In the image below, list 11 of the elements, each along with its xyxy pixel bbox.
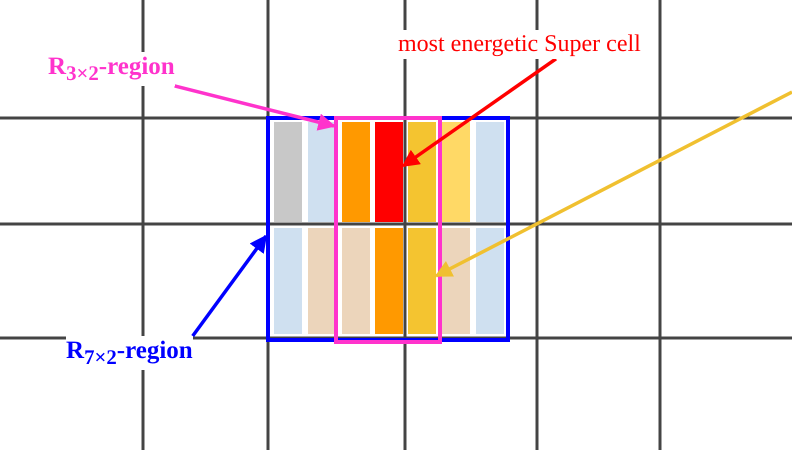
callout-label: R$_{3×2}$-region — [48, 52, 175, 86]
arrow — [402, 57, 557, 168]
arrow — [174, 84, 336, 131]
region-outline — [266, 116, 510, 342]
arrow — [191, 234, 268, 338]
region-outline — [334, 116, 442, 344]
super-cell — [408, 228, 436, 334]
callout-label: most energetic Super cell — [398, 30, 641, 59]
arrow — [434, 90, 792, 278]
super-cell — [375, 122, 403, 222]
callout-label: R$_{7×2}$-region — [66, 336, 193, 370]
